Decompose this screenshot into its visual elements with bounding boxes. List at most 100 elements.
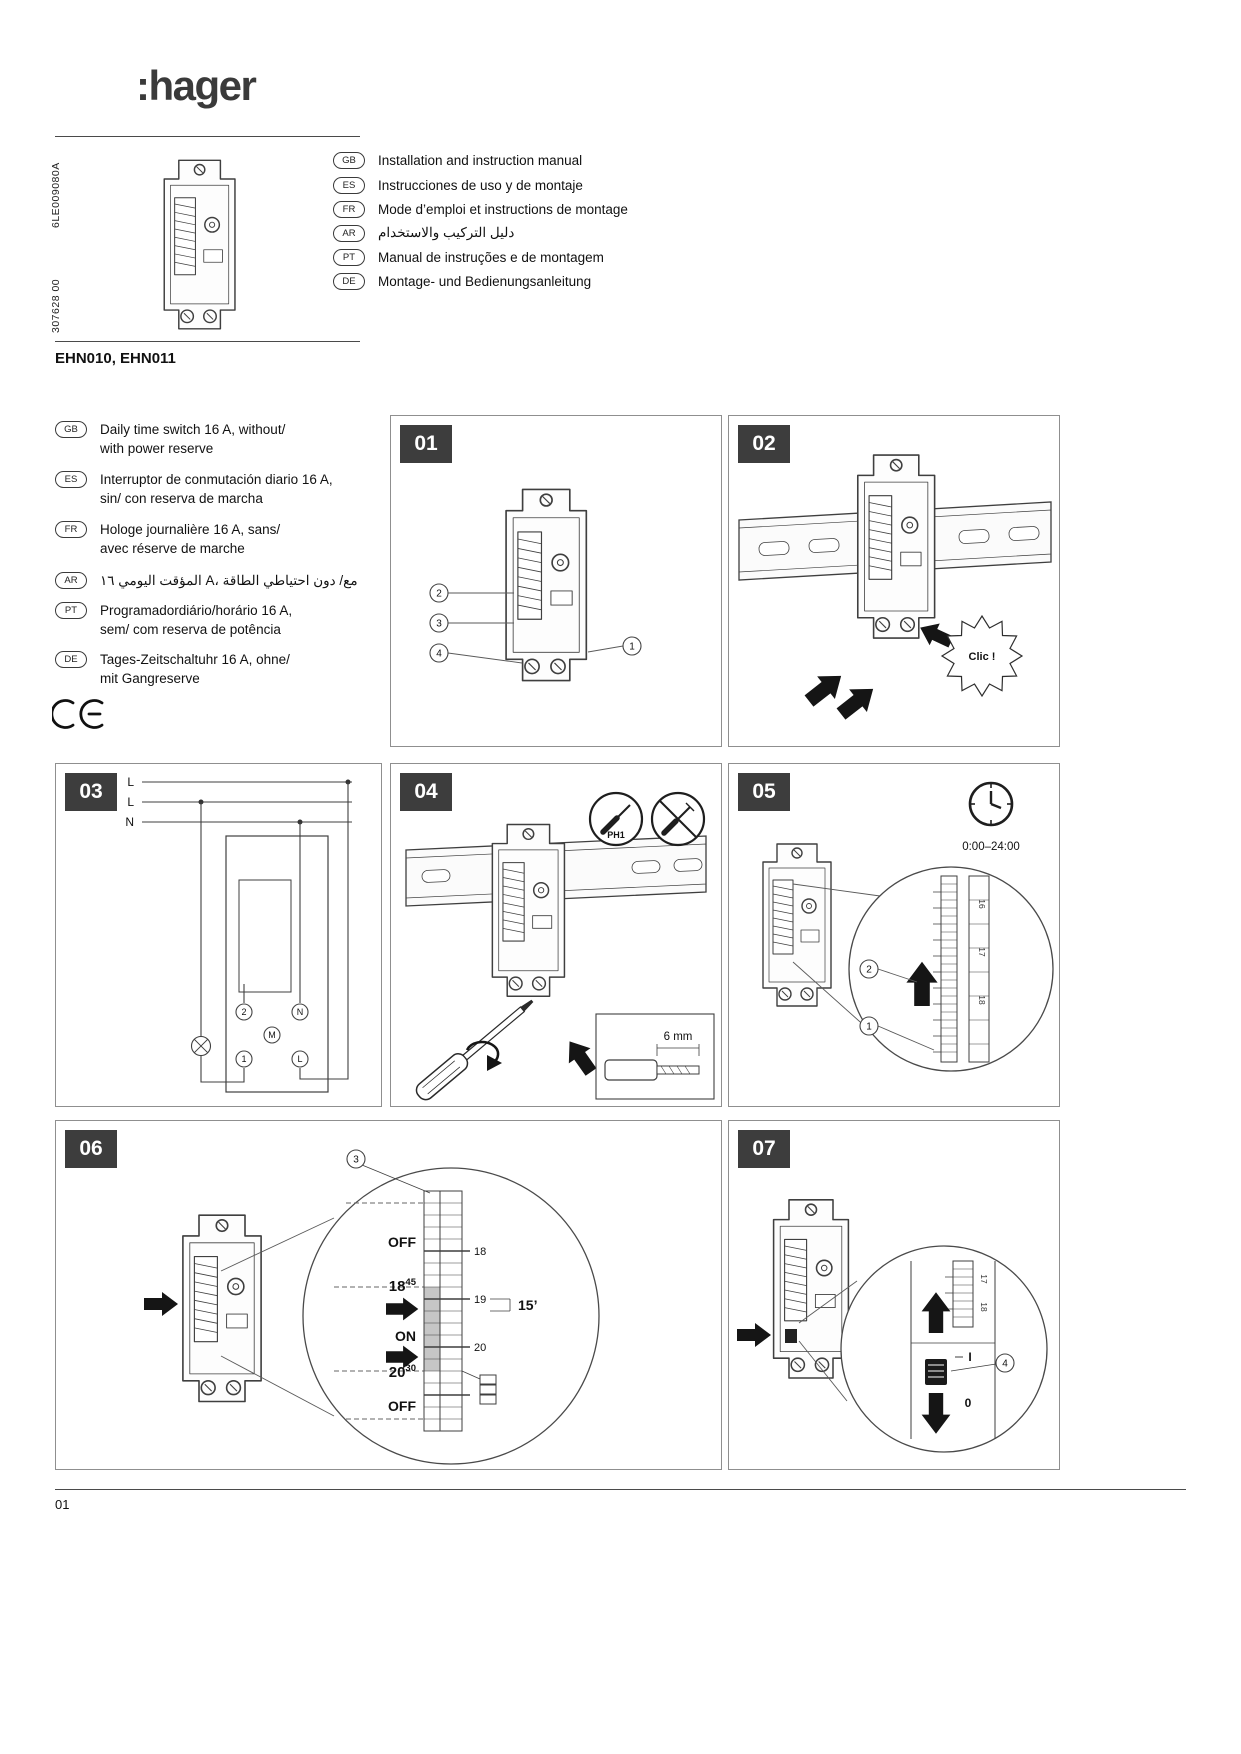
manual-title-row-pt: PT Manual de instruções e de montagem (333, 248, 604, 266)
manual-title-fr: Mode d’emploi et instructions de montage (378, 201, 628, 217)
svg-text:16: 16 (977, 899, 987, 909)
device-illustration (505, 488, 588, 682)
panel-07: 07 17 18 I 0 4 (728, 1120, 1060, 1470)
push-arrow-icon (737, 1323, 771, 1347)
svg-text:2: 2 (866, 965, 872, 976)
description-text: Hologe journalière 16 A, sans/ avec rése… (100, 522, 281, 556)
lang-badge-gb: GB (333, 151, 365, 169)
panel-07-label: 07 (738, 1130, 790, 1168)
description-de: DE Tages-Zeitschaltuhr 16 A, ohne/ mit G… (55, 650, 290, 688)
lang-badge-fr: FR (55, 521, 87, 538)
panel-03-label: 03 (65, 773, 117, 811)
time-range-label: 0:00–24:00 (962, 841, 1020, 853)
off-time-label: 2030 (389, 1363, 416, 1381)
panel-05-illustration: 0:00–24:00 16 17 18 2 1 (762, 781, 1054, 1072)
ph1-screwdriver-icon: PH1 (588, 791, 644, 847)
manual-title-pt: Manual de instruções e de montagem (378, 249, 604, 265)
terminal-1: 1 (235, 1050, 253, 1068)
manual-title-es: Instrucciones de uso y de montaje (378, 177, 583, 193)
screwdriver-illustration (415, 999, 534, 1101)
doc-code-2: 307628 00 (50, 278, 62, 333)
manual-title-row-de: DE Montage- und Bedienungsanleitung (333, 272, 591, 290)
clock-icon (968, 781, 1014, 827)
svg-text:M: M (268, 1030, 276, 1040)
callout-3: 3 (346, 1149, 366, 1169)
manual-title-gb: Installation and instruction manual (378, 152, 583, 168)
panel-01-illustration: 2 3 4 1 (429, 488, 642, 682)
push-arrow-icon (144, 1292, 178, 1316)
panel-05-label: 05 (738, 773, 790, 811)
description-es: ES Interruptor de conmutación diario 16 … (55, 470, 333, 508)
description-text: Programadordiário/horário 16 A, sem/ com… (100, 603, 293, 637)
svg-text:18: 18 (979, 1302, 989, 1312)
callout-2: 2 (859, 959, 879, 979)
description-pt: PT Programadordiário/horário 16 A, sem/ … (55, 601, 292, 639)
svg-text:17: 17 (977, 947, 987, 957)
device-illustration (856, 454, 936, 639)
lang-badge-pt: PT (333, 248, 365, 266)
description-text: المؤقت اليومي ١٦ A، مع/ دون احتياطي الطا… (100, 573, 358, 588)
dimension-lines (656, 1044, 700, 1056)
switch-detail: 17 18 I 0 (910, 1260, 996, 1439)
lang-badge-ar: AR (55, 572, 87, 589)
strip-length-label: 6 mm (664, 1031, 693, 1043)
device-illustration (491, 823, 566, 997)
panel-06-label: 06 (65, 1130, 117, 1168)
insert-arrow-icon (558, 1033, 602, 1080)
magnifier-leader-lines (220, 1217, 335, 1417)
manual-title-de: Montage- und Bedienungsanleitung (378, 273, 592, 289)
device-illustration (762, 843, 832, 1007)
on-time-label: 1845 (389, 1277, 417, 1295)
svg-text:3: 3 (436, 619, 442, 630)
ce-mark (50, 698, 110, 735)
callout-leader-lines (877, 968, 935, 1051)
header-divider-top (55, 136, 360, 137)
panel-04-label: 04 (400, 773, 452, 811)
hour-tick-20: 20 (474, 1342, 486, 1354)
dial-detail: 16 17 18 (933, 875, 990, 1063)
manual-title-row-gb: GB Installation and instruction manual (333, 151, 582, 169)
program-dashed-lines (334, 1202, 424, 1420)
product-models: EHN010, EHN011 (55, 350, 176, 367)
no-flat-screwdriver-icon (650, 791, 706, 847)
panel-06-illustration: 18 19 20 OFF 1845 ON 2030 OFF 15’ 3 (144, 1149, 600, 1465)
svg-text:17: 17 (979, 1274, 989, 1284)
mount-arrow-icon (832, 677, 883, 726)
panel-03-wiring-diagram: L L N 2 N M 1 L (125, 775, 352, 1093)
panel-06: 06 18 19 20 OFF 1845 ON 2030 OFF (55, 1120, 722, 1470)
description-text: Interruptor de conmutación diario 16 A, … (100, 472, 333, 506)
svg-text:2: 2 (241, 1007, 246, 1017)
svg-text:4: 4 (1002, 1359, 1008, 1370)
svg-text:2: 2 (436, 589, 442, 600)
wiring-connections (200, 782, 349, 1083)
device-window (238, 879, 292, 993)
doc-code-1: 6LE009080A (50, 162, 62, 228)
on-label: ON (395, 1328, 416, 1344)
panel-03: 03 L L N 2 N M (55, 763, 382, 1107)
clic-arrow-icon (915, 616, 957, 653)
callout-4: 4 (995, 1353, 1015, 1373)
callout-leader-lines (447, 592, 624, 664)
panel-02-illustration: Clic ! (738, 454, 1052, 726)
panel-05: 05 0:00–24:00 16 17 18 (728, 763, 1060, 1107)
magnifier-circle (302, 1167, 600, 1465)
callout-4: 4 (429, 643, 449, 663)
header-divider-bottom (55, 341, 360, 342)
mode-switch-lever (925, 1359, 947, 1385)
svg-text:4: 4 (436, 649, 442, 660)
callout-2: 2 (429, 583, 449, 603)
off-label-bottom: OFF (388, 1398, 416, 1414)
switch-position-on: I (968, 1350, 971, 1364)
description-text: Tages-Zeitschaltuhr 16 A, ohne/ mit Gang… (100, 652, 290, 686)
svg-text:PH1: PH1 (607, 830, 625, 840)
clic-starburst: Clic ! (941, 615, 1023, 697)
device-illustration (182, 1214, 262, 1403)
segment-icon (461, 1370, 497, 1405)
lang-badge-es: ES (333, 176, 365, 194)
description-fr: FR Hologe journalière 16 A, sans/ avec r… (55, 520, 280, 558)
terminal-l: L (291, 1050, 309, 1068)
terminal-n: N (291, 1003, 309, 1021)
svg-text:18: 18 (977, 995, 987, 1005)
wire-illustration (604, 1059, 700, 1081)
svg-text:Clic !: Clic ! (969, 651, 996, 663)
